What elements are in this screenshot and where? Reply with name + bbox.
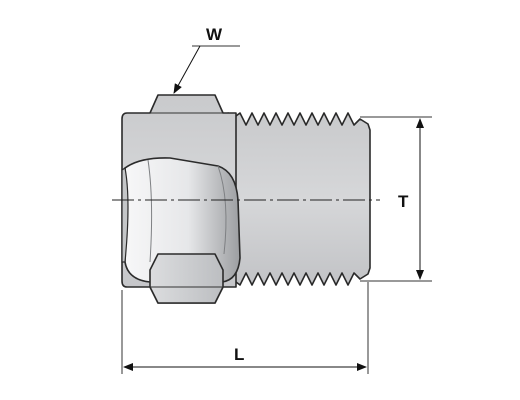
cavity-highlight bbox=[147, 159, 153, 263]
label-t: T bbox=[398, 192, 409, 211]
cavity-left-rim bbox=[121, 166, 129, 263]
label-l: L bbox=[234, 345, 244, 364]
w-leader-arrow bbox=[173, 45, 201, 94]
bore-cavity bbox=[124, 157, 241, 283]
threaded-section bbox=[227, 112, 371, 286]
inner-hex bbox=[149, 253, 224, 304]
cavity-shadow bbox=[217, 165, 227, 255]
label-w: W bbox=[206, 25, 223, 44]
